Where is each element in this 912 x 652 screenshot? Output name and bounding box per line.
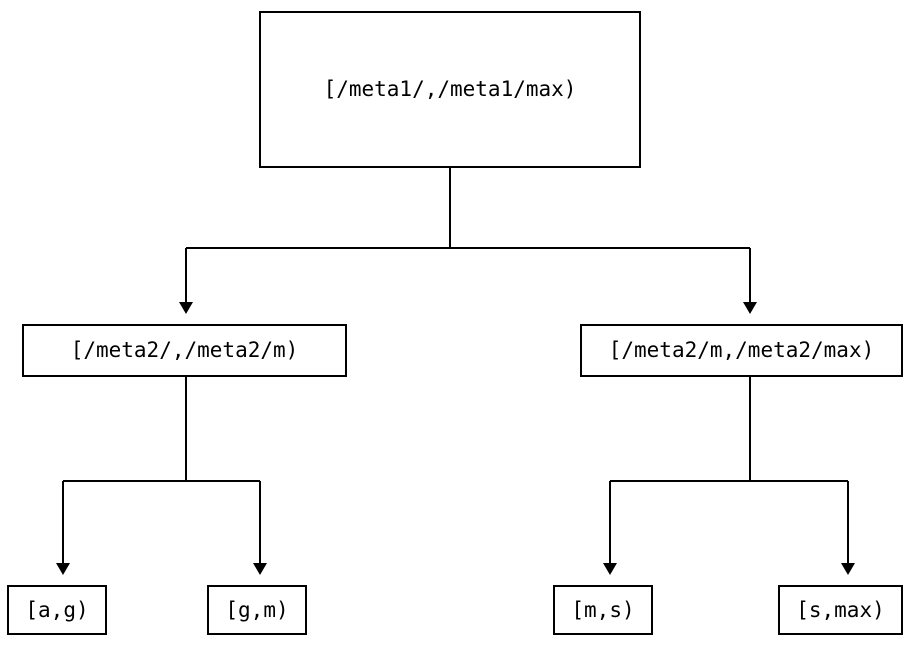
- arrowhead-to-leaf-smax: [841, 563, 855, 575]
- node-leaf-ms-label: [m,s): [571, 597, 635, 622]
- arrowhead-to-leaf-ms: [603, 563, 617, 575]
- node-meta2-high[interactable]: [/meta2/m,/meta2/max): [580, 324, 903, 377]
- node-leaf-ag[interactable]: [a,g): [7, 585, 107, 635]
- node-leaf-ag-label: [a,g): [25, 597, 89, 622]
- node-leaf-ms[interactable]: [m,s): [553, 585, 653, 635]
- node-meta2-low-label: [/meta2/,/meta2/m): [70, 338, 299, 362]
- node-meta2-low[interactable]: [/meta2/,/meta2/m): [22, 324, 347, 377]
- arrowhead-to-meta2-low: [179, 302, 193, 314]
- node-leaf-gm[interactable]: [g,m): [207, 585, 307, 635]
- node-leaf-smax[interactable]: [s,max): [778, 585, 903, 635]
- node-meta2-high-label: [/meta2/m,/meta2/max): [608, 338, 875, 362]
- arrowhead-to-meta2-high: [743, 302, 757, 314]
- arrowhead-to-leaf-ag: [56, 563, 70, 575]
- arrowhead-to-leaf-gm: [253, 563, 267, 575]
- node-root[interactable]: [/meta1/,/meta1/max): [259, 11, 641, 168]
- node-leaf-gm-label: [g,m): [225, 597, 289, 622]
- node-leaf-smax-label: [s,max): [796, 597, 885, 622]
- node-root-label: [/meta1/,/meta1/max): [323, 77, 577, 101]
